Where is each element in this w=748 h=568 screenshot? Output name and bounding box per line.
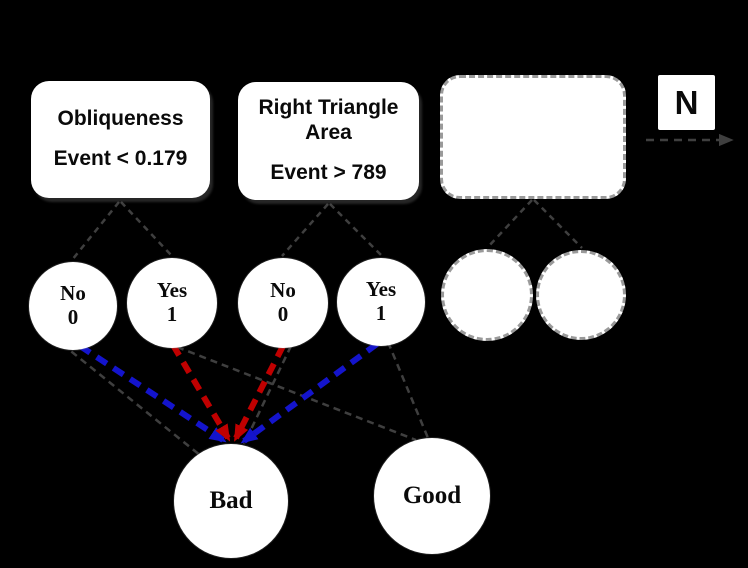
legend-n-box: N bbox=[658, 75, 715, 130]
edge-rta-to-yes bbox=[329, 203, 382, 256]
rule-box-empty bbox=[440, 75, 626, 199]
edge-rta-no0-to-bad bbox=[242, 345, 293, 445]
answer-value: 1 bbox=[166, 302, 178, 326]
rule-path-red-no0-to-bad bbox=[233, 344, 286, 442]
answer-node-obliqueness-yes: Yes 1 bbox=[127, 258, 217, 348]
answer-node-rta-no: No 0 bbox=[238, 258, 328, 348]
answer-node-obliqueness-no: No 0 bbox=[29, 262, 117, 350]
outcome-node-good: Good bbox=[374, 438, 490, 554]
edge-obliqueness-to-no bbox=[71, 201, 120, 261]
outcome-label: Good bbox=[402, 482, 462, 509]
legend-n-label: N bbox=[674, 83, 699, 121]
answer-label: Yes bbox=[365, 277, 397, 302]
rule-box-title: Right Triangle Area bbox=[258, 96, 399, 145]
rule-path-blue-yes1-to-bad bbox=[240, 341, 379, 444]
answer-value: 0 bbox=[67, 305, 79, 329]
edge-empty-box-to-right-circle bbox=[533, 199, 583, 249]
edge-rta-to-no bbox=[281, 203, 329, 257]
edge-obliqueness-to-yes bbox=[120, 201, 173, 257]
rule-box-condition: Event < 0.179 bbox=[53, 147, 188, 170]
edge-rta-yes1-to-good bbox=[386, 341, 430, 439]
answer-node-empty-left bbox=[441, 249, 533, 341]
answer-label: Yes bbox=[156, 278, 188, 303]
outcome-label: Bad bbox=[209, 487, 253, 514]
rule-path-red-yes1-to-bad bbox=[170, 343, 231, 442]
edge-yes1-to-good bbox=[176, 345, 417, 442]
edge-empty-box-to-left-circle bbox=[486, 199, 533, 249]
rule-box-title: Obliqueness bbox=[57, 107, 184, 131]
answer-value: 1 bbox=[375, 301, 387, 325]
answer-value: 0 bbox=[277, 302, 289, 326]
edge-no0-to-bad bbox=[61, 343, 207, 461]
rule-box-right-triangle-area: Right Triangle Area Event > 789 bbox=[238, 82, 419, 200]
rule-path-blue-no0-to-bad bbox=[78, 343, 227, 443]
answer-node-empty-right bbox=[536, 250, 626, 340]
outcome-node-bad: Bad bbox=[174, 444, 288, 558]
answer-label: No bbox=[270, 278, 296, 303]
rule-box-obliqueness: Obliqueness Event < 0.179 bbox=[31, 81, 210, 198]
rule-box-condition: Event > 789 bbox=[270, 160, 387, 184]
answer-node-rta-yes: Yes 1 bbox=[337, 258, 425, 346]
answer-label: No bbox=[60, 281, 86, 306]
